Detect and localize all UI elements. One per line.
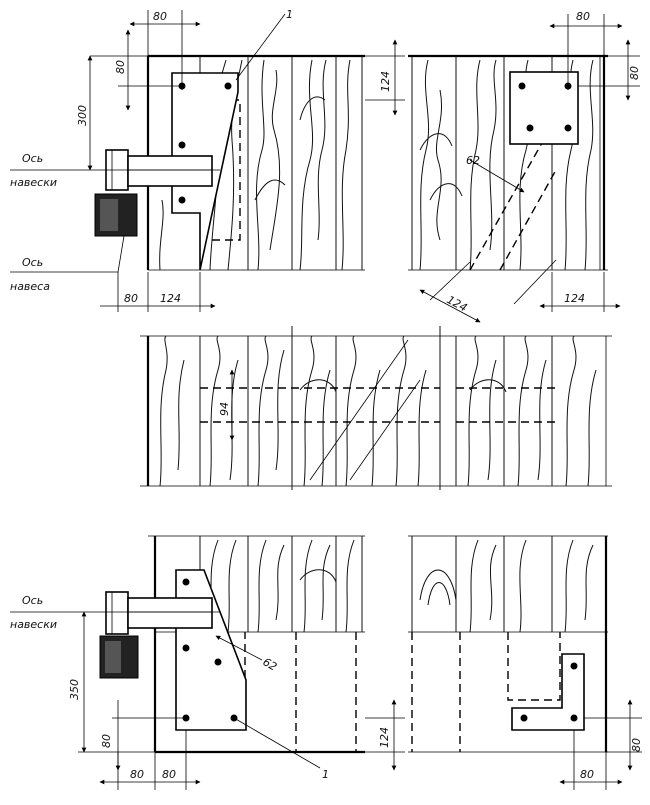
dim-top-right-124: 124 <box>564 292 585 305</box>
dim-top-left-80-v: 80 <box>114 60 127 74</box>
bottom-left-panel <box>10 535 365 754</box>
dim-mid-94: 94 <box>218 402 231 416</box>
dim-top-diag-124: 124 <box>445 293 470 314</box>
dim-top-62: 62 <box>466 154 480 167</box>
top-view: 80 80 300 124 80 80 62 124 80 124 124 1 … <box>10 8 641 323</box>
top-left-panel <box>10 54 365 273</box>
dim-top-right-80: 80 <box>576 10 590 23</box>
bottom-dimensions: 62 350 80 124 80 80 80 80 1 <box>68 611 643 790</box>
bottom-view: 62 350 80 124 80 80 80 80 1 Ось навески <box>10 535 643 790</box>
dim-top-bottom-80: 80 <box>124 292 138 305</box>
hinge-axis-label-bottom-1: Ось <box>22 594 43 607</box>
hinge-axis-label-bottom-2: навески <box>10 618 57 631</box>
dim-bot-80-a: 80 <box>130 768 144 781</box>
dim-bot-right-80-v: 80 <box>630 738 643 752</box>
top-right-panel <box>408 54 608 271</box>
hinge-axis-label-top-2: навески <box>10 176 57 189</box>
dim-top-124-v: 124 <box>379 71 392 92</box>
middle-view: 94 <box>140 326 612 490</box>
bottom-right-panel <box>408 535 608 753</box>
dim-bot-350: 350 <box>68 679 81 700</box>
dim-bot-80-v: 80 <box>100 734 113 748</box>
dim-bot-62: 62 <box>261 655 280 673</box>
hang-axis-label-2: навеса <box>10 280 50 293</box>
callout-1-bottom: 1 <box>322 768 329 781</box>
hinge-axis-label-top-1: Ось <box>22 152 43 165</box>
dim-top-left-80: 80 <box>153 10 167 23</box>
hang-axis-label-1: Ось <box>22 256 43 269</box>
dim-bot-right-80: 80 <box>580 768 594 781</box>
dim-top-bottom-124: 124 <box>160 292 181 305</box>
dim-bot-124-v: 124 <box>378 727 391 748</box>
dim-top-right-80-v: 80 <box>628 66 641 80</box>
callout-1-top: 1 <box>286 8 293 21</box>
dim-bot-80-b: 80 <box>162 768 176 781</box>
dim-top-300: 300 <box>76 105 89 126</box>
